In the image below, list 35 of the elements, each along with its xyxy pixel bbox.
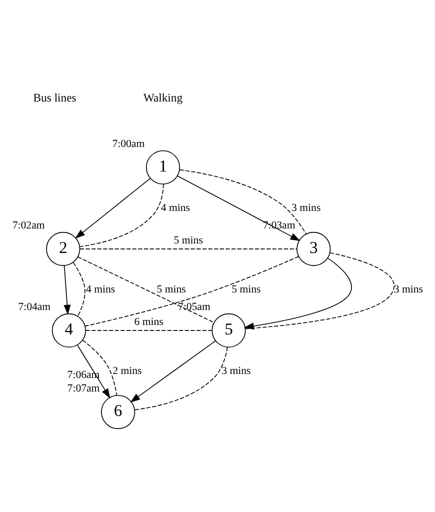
edge-label: 3 mins (292, 202, 321, 214)
arrow (177, 175, 300, 242)
edge-label: 2 mins (112, 365, 142, 378)
node-label: 7:04am (18, 301, 51, 314)
legend-label: Walking (143, 91, 183, 104)
arrow (64, 265, 71, 315)
connector (244, 252, 394, 330)
edge-label: 4 mins (160, 202, 190, 214)
node-label: 7:02am (12, 219, 45, 232)
edge-label: 3 mins (222, 365, 251, 378)
node-circle: 6 (101, 394, 136, 430)
edge-label: 5 mins (174, 234, 203, 246)
node-label: 7:05am (178, 301, 210, 314)
node-circle: 1 (146, 150, 180, 184)
connector (84, 256, 300, 326)
node-circle: 3 (296, 232, 331, 266)
edge-label: 3 mins (394, 284, 424, 296)
legend-label: Bus lines (33, 91, 76, 104)
edge-label: 5 mins (156, 284, 186, 296)
connector (80, 248, 298, 250)
connector (134, 346, 228, 410)
connector (80, 184, 164, 248)
arrow (75, 178, 151, 239)
arrow (244, 258, 352, 330)
edge-label: 4 mins (86, 284, 116, 296)
connector (85, 330, 212, 331)
node-circle: 4 (52, 313, 86, 348)
edge-label: 6 mins (134, 316, 164, 328)
edge-label: 5 mins (232, 284, 261, 296)
node-circle: 2 (46, 232, 80, 266)
node-circle: 5 (212, 313, 246, 348)
node-label: 7:07am (67, 382, 100, 395)
node-label: 7:00am (112, 138, 145, 150)
arrow (130, 340, 216, 402)
connector (72, 262, 86, 317)
